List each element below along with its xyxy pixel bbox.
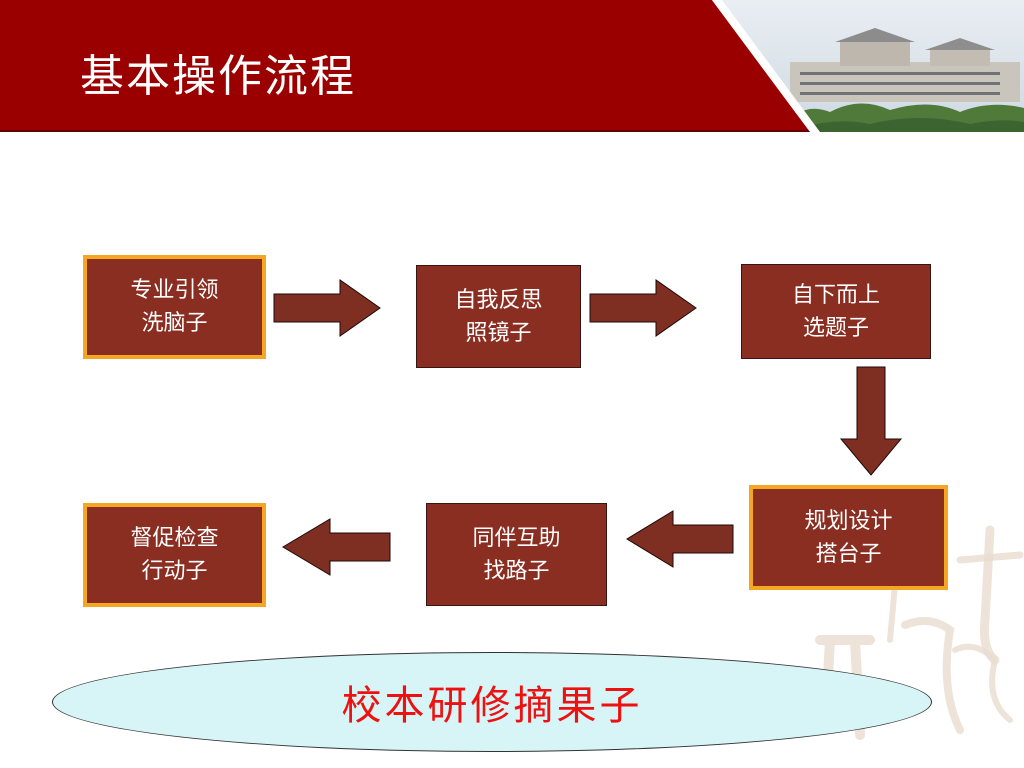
step-sublabel-6: 行动子 [141,559,208,584]
arrow-right-2 [589,279,697,337]
step-label-3: 自下而上 [791,282,880,308]
step-box-2: 自我反思 照镜子 [416,265,581,368]
step-box-6: 督促检查 行动子 [83,503,266,607]
step-label-1: 专业引领 [130,278,219,303]
campus-building-photo [720,0,1024,132]
step-label-6: 督促检查 [130,526,219,551]
step-sublabel-2: 照镜子 [465,320,532,346]
step-box-4: 规划设计 搭台子 [749,485,948,590]
goal-ellipse: 校本研修摘果子 [52,652,932,752]
step-label-5: 同伴互助 [472,525,561,551]
step-box-5: 同伴互助 找路子 [426,503,607,606]
step-sublabel-1: 洗脑子 [141,311,208,336]
step-sublabel-3: 选题子 [802,315,869,341]
page-title: 基本操作流程 [80,51,356,102]
step-label-4: 规划设计 [804,508,893,534]
header-band [0,0,1024,132]
arrow-down-1 [839,366,903,476]
step-sublabel-4: 搭台子 [815,541,882,567]
step-label-2: 自我反思 [454,287,543,313]
step-box-3: 自下而上 选题子 [741,264,931,359]
arrow-right-1 [273,279,381,337]
step-box-1: 专业引领 洗脑子 [83,255,266,359]
arrow-left-1 [626,510,734,568]
goal-label: 校本研修摘果子 [341,683,643,729]
arrow-left-2 [282,518,391,576]
step-sublabel-5: 找路子 [483,558,550,584]
